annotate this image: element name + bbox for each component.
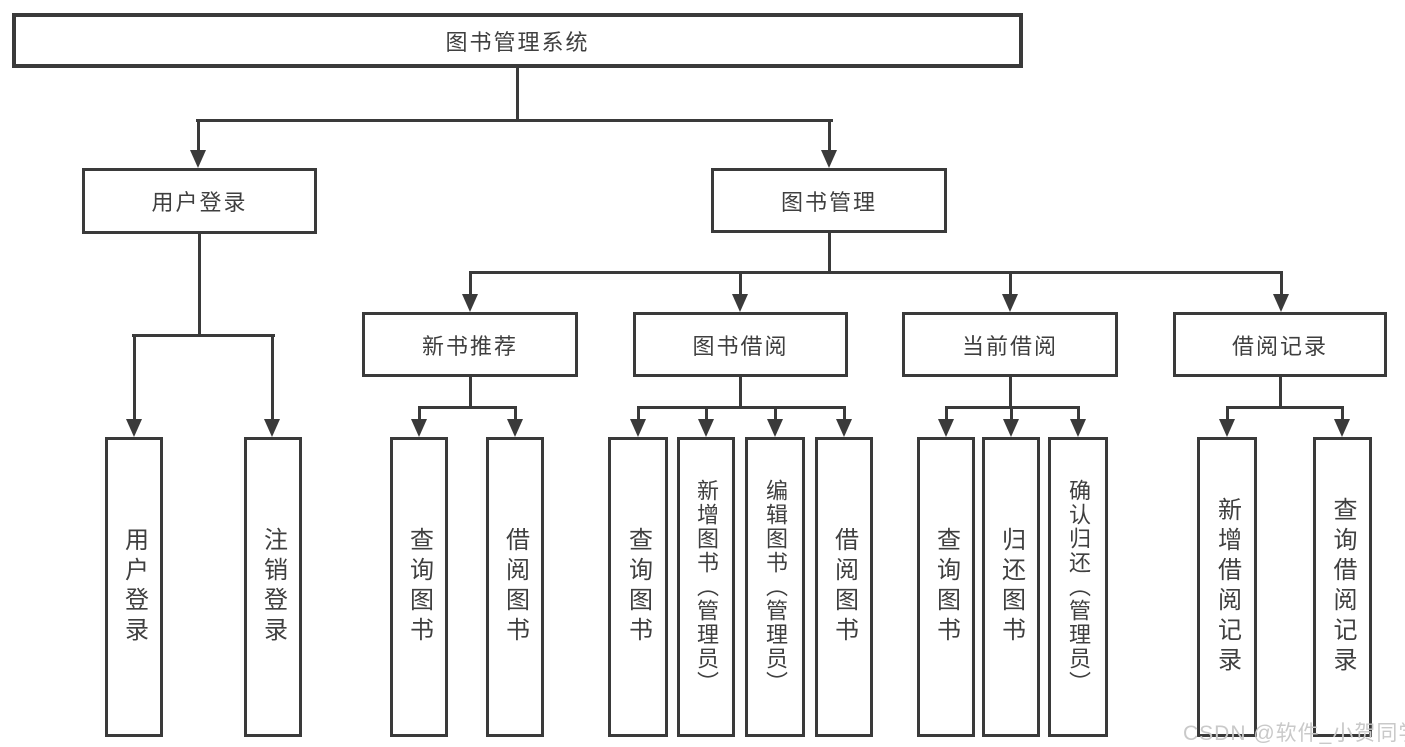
flow-line — [196, 119, 833, 122]
arrowhead-icon — [264, 419, 280, 437]
flow-line — [197, 119, 200, 152]
arrowhead-icon — [1002, 294, 1018, 312]
arrowhead-icon — [190, 150, 206, 168]
flow-line — [828, 119, 831, 152]
flow-line — [774, 406, 777, 422]
node-current-borrowing: 当前借阅 — [902, 312, 1118, 377]
arrowhead-icon — [767, 419, 783, 437]
leaf-query-borrow-record: 查询借阅记录 — [1313, 437, 1372, 737]
flow-line — [637, 406, 846, 409]
leaf-add-books-admin-label: 新增图书（管理员） — [694, 479, 719, 695]
leaf-query-borrow-record-label: 查询借阅记录 — [1329, 497, 1356, 677]
flow-line — [271, 334, 274, 422]
flow-line — [418, 406, 421, 422]
leaf-confirm-return-admin: 确认归还（管理员） — [1048, 437, 1108, 737]
leaf-logout: 注销登录 — [244, 437, 302, 737]
node-book-borrowing: 图书借阅 — [633, 312, 848, 377]
leaf-confirm-return-admin-label: 确认归还（管理员） — [1066, 479, 1091, 695]
leaf-add-borrow-record-label: 新增借阅记录 — [1213, 497, 1241, 677]
node-new-book-recommendation: 新书推荐 — [362, 312, 578, 377]
arrowhead-icon — [1273, 294, 1289, 312]
node-borrowing-records-label: 借阅记录 — [1231, 333, 1328, 359]
leaf-user-login-label: 用户登录 — [120, 527, 148, 647]
flow-line — [1077, 406, 1080, 422]
flow-line — [469, 271, 1282, 274]
flow-line — [1010, 406, 1013, 422]
flow-line — [1226, 406, 1344, 409]
flow-line — [739, 377, 742, 409]
arrowhead-icon — [1219, 419, 1235, 437]
flow-line — [514, 406, 517, 422]
node-current-borrowing-label: 当前借阅 — [961, 333, 1058, 359]
flow-line — [516, 68, 519, 122]
arrowhead-icon — [630, 419, 646, 437]
arrowhead-icon — [1070, 419, 1086, 437]
flow-line — [1009, 377, 1012, 409]
arrowhead-icon — [1334, 419, 1350, 437]
arrowhead-icon — [126, 419, 142, 437]
arrowhead-icon — [938, 419, 954, 437]
flow-line — [418, 406, 517, 409]
leaf-query-books-recommend-label: 查询图书 — [405, 527, 433, 647]
flow-line — [1009, 271, 1012, 297]
arrowhead-icon — [836, 419, 852, 437]
leaf-return-books: 归还图书 — [982, 437, 1040, 737]
flow-line — [132, 334, 275, 337]
flow-line — [469, 377, 472, 409]
arrowhead-icon — [507, 419, 523, 437]
leaf-borrow-books-recommend: 借阅图书 — [486, 437, 544, 737]
leaf-edit-books-admin: 编辑图书（管理员） — [745, 437, 805, 737]
node-root: 图书管理系统 — [12, 13, 1023, 68]
arrowhead-icon — [821, 150, 837, 168]
arrowhead-icon — [698, 419, 714, 437]
arrowhead-icon — [732, 294, 748, 312]
leaf-user-login: 用户登录 — [105, 437, 163, 737]
leaf-query-books-current-label: 查询图书 — [932, 527, 960, 647]
flow-line — [705, 406, 708, 422]
flow-line — [739, 271, 742, 297]
flow-line — [1279, 377, 1282, 409]
leaf-borrow-books-borrowing-label: 借阅图书 — [830, 527, 858, 647]
node-root-label: 图书管理系统 — [445, 29, 590, 55]
arrowhead-icon — [462, 294, 478, 312]
flow-line — [1226, 406, 1229, 422]
leaf-return-books-label: 归还图书 — [997, 527, 1025, 647]
arrowhead-icon — [1003, 419, 1019, 437]
node-book-management: 图书管理 — [711, 168, 947, 233]
leaf-add-books-admin: 新增图书（管理员） — [677, 437, 735, 737]
leaf-add-borrow-record: 新增借阅记录 — [1197, 437, 1257, 737]
node-book-borrowing-label: 图书借阅 — [692, 333, 789, 359]
leaf-edit-books-admin-label: 编辑图书（管理员） — [763, 479, 788, 695]
flow-line — [1280, 271, 1283, 297]
node-new-book-recommendation-label: 新书推荐 — [421, 333, 518, 359]
flow-line — [637, 406, 640, 422]
csdn-watermark: CSDN @软件_小贺同学 — [1183, 722, 1405, 745]
flow-line — [133, 334, 136, 422]
leaf-query-books-recommend: 查询图书 — [390, 437, 448, 737]
leaf-query-books-current: 查询图书 — [917, 437, 975, 737]
flow-line — [843, 406, 846, 422]
flow-line — [1341, 406, 1344, 422]
leaf-borrow-books-borrowing: 借阅图书 — [815, 437, 873, 737]
flow-line — [469, 271, 472, 297]
flow-line — [945, 406, 948, 422]
node-book-management-label: 图书管理 — [780, 189, 877, 215]
flow-line — [198, 234, 201, 337]
node-user-login: 用户登录 — [82, 168, 317, 234]
node-borrowing-records: 借阅记录 — [1173, 312, 1387, 377]
leaf-borrow-books-recommend-label: 借阅图书 — [501, 527, 529, 647]
leaf-query-books-borrowing: 查询图书 — [608, 437, 668, 737]
leaf-logout-label: 注销登录 — [259, 527, 287, 647]
node-user-login-label: 用户登录 — [151, 190, 248, 215]
flow-line — [828, 233, 831, 274]
leaf-query-books-borrowing-label: 查询图书 — [624, 527, 652, 647]
arrowhead-icon — [411, 419, 427, 437]
